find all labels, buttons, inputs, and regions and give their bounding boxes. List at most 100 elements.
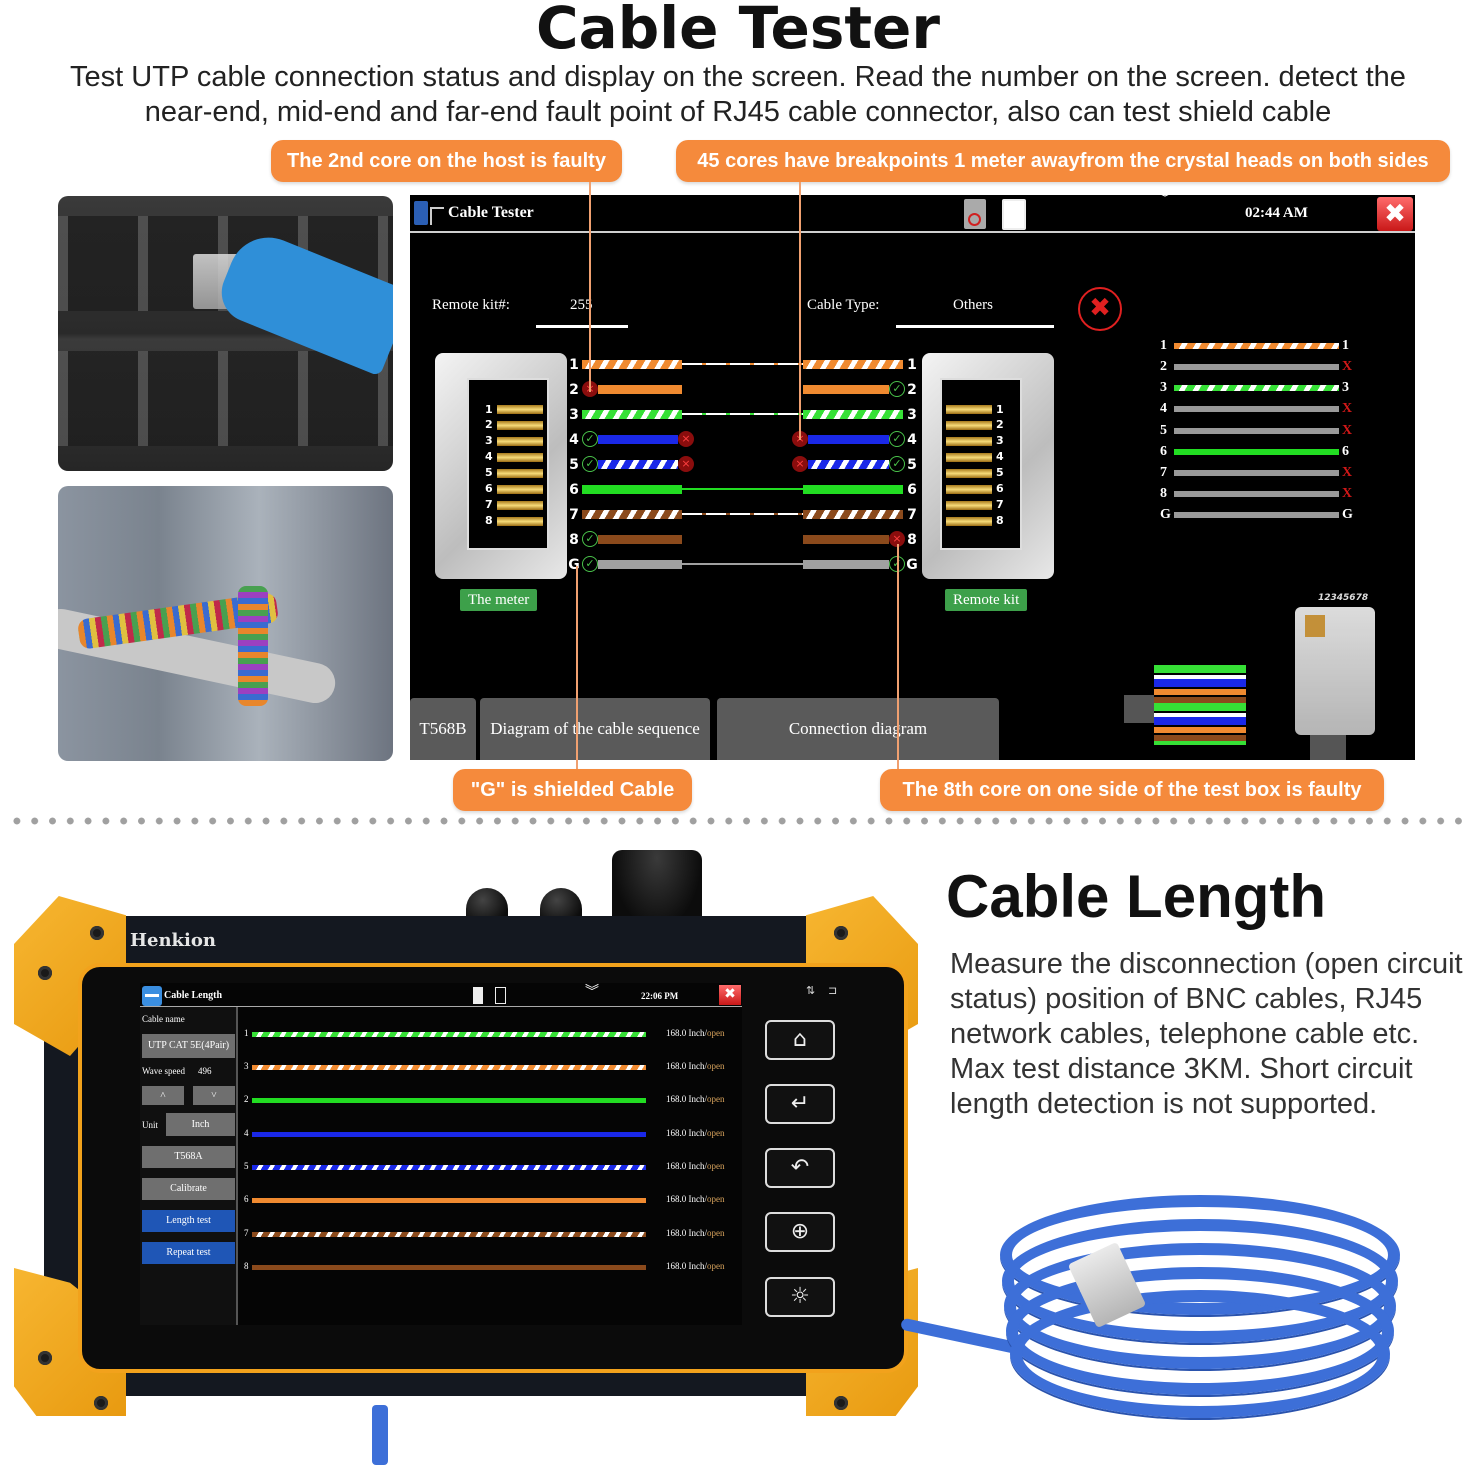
remote-kit-label: Remote kit#: xyxy=(432,297,510,313)
wave-speed-up-button[interactable]: ˄ xyxy=(142,1086,184,1105)
tab-connection-diagram[interactable]: Connection diagram xyxy=(717,698,999,760)
home-icon: ⌂ xyxy=(793,1027,807,1052)
sequence-row-1: 1 1 xyxy=(1160,338,1349,353)
cable-tester-screen: Cable Tester ︾ 02:44 AM ✖ Remote kit#: 2… xyxy=(410,188,1415,760)
tester-clock: 02:44 AM xyxy=(1245,205,1308,221)
tester-title-bar: Cable Tester ︾ 02:44 AM ✖ xyxy=(410,188,1415,233)
tester-app-icon xyxy=(414,201,428,225)
ok-icon: ✓ xyxy=(582,456,598,472)
chevron-down-icon[interactable]: ︾ xyxy=(585,985,599,1000)
cable-name-label: Cable name xyxy=(142,1014,185,1024)
length-row-1: 1 168.0 Inch/open xyxy=(244,1028,725,1038)
repeat-test-button[interactable]: Repeat test xyxy=(142,1242,235,1264)
calibrate-button[interactable]: Calibrate xyxy=(142,1178,235,1200)
wire-row-6: 6 6 xyxy=(569,482,917,498)
callout-core2-fault: The 2nd core on the host is faulty xyxy=(271,140,622,182)
tester-title: Cable Tester xyxy=(448,204,534,221)
length-app-icon xyxy=(142,986,162,1006)
callout-leader-line xyxy=(799,182,801,440)
section-divider xyxy=(8,816,1468,826)
close-button[interactable]: ✖ xyxy=(1377,197,1413,231)
section-title: Cable Length xyxy=(946,863,1327,930)
battery-icon xyxy=(1002,199,1026,230)
ok-icon: ✓ xyxy=(582,531,598,547)
fault-icon: × xyxy=(792,456,808,472)
sequence-row-6: 6 6 xyxy=(1160,444,1349,459)
wire-row-1: 1 1 xyxy=(569,357,917,373)
wire-row-8: 8 ✓ × 8 xyxy=(569,531,917,548)
remote-kit-value[interactable]: 255 xyxy=(570,297,593,313)
sd-card-icon xyxy=(473,987,483,1004)
section-description: Measure the disconnection (open circuit … xyxy=(950,948,1463,1120)
battery-icon xyxy=(495,987,506,1004)
enter-icon: ↵ xyxy=(790,1091,810,1116)
sequence-row-3: 3 3 xyxy=(1160,380,1349,395)
fault-icon: × xyxy=(889,531,905,547)
ok-icon: ✓ xyxy=(582,556,598,572)
length-test-button[interactable]: Length test xyxy=(142,1210,235,1232)
sequence-row-8: 8 X xyxy=(1160,486,1353,501)
sequence-row-2: 2 X xyxy=(1160,359,1353,374)
length-row-7: 7 168.0 Inch/open xyxy=(244,1228,725,1238)
wire-row-4: 4 ✓ × × ✓ 4 xyxy=(569,431,917,448)
standard-t568a-button[interactable]: T568A xyxy=(142,1146,235,1168)
wire-row-7: 7 7 xyxy=(569,507,917,523)
ok-icon: ✓ xyxy=(889,456,905,472)
length-row-6: 6 168.0 Inch/open xyxy=(244,1194,725,1204)
back-button[interactable]: ↶ xyxy=(765,1148,835,1188)
meter-tag: The meter xyxy=(460,589,538,611)
cable-icon xyxy=(430,207,444,225)
patch-panel-photo xyxy=(58,196,393,471)
wire-fan-illustration xyxy=(1154,665,1246,745)
length-row-5: 5 168.0 Inch/open xyxy=(244,1161,725,1171)
power-plug-icon: ⊐ xyxy=(828,984,838,997)
callout-45-breakpoints: 45 cores have breakpoints 1 meter awayfr… xyxy=(676,140,1450,182)
fault-status-icon: ✖ xyxy=(1078,287,1122,331)
length-title: Cable Length xyxy=(164,990,223,1001)
wire-row-g: G ✓ ✓ G xyxy=(568,556,918,573)
cable-plug-bottom xyxy=(372,1405,388,1465)
sequence-row-g: G G xyxy=(1160,507,1353,522)
lightbulb-icon: ☼ xyxy=(790,1284,810,1309)
length-clock: 22:06 PM xyxy=(641,991,679,1001)
enter-button[interactable]: ↵ xyxy=(765,1084,835,1124)
length-title-bar: Cable Length ︾ 22:06 PM ✖ xyxy=(140,983,742,1007)
connector-pin-order: 12345678 xyxy=(1318,593,1369,603)
sequence-row-5: 5 X xyxy=(1160,423,1353,438)
wire-row-3: 3 3 xyxy=(569,407,917,423)
meter-jack: 1 2 3 4 5 6 7 8 xyxy=(435,353,567,579)
wave-speed-down-button[interactable]: ˅ xyxy=(193,1086,235,1105)
cable-name-select[interactable]: UTP CAT 5E(4Pair) xyxy=(142,1034,235,1058)
cable-length-screen: Cable Length ︾ 22:06 PM ✖ Cable name UTP… xyxy=(140,983,742,1325)
network-cable-coil xyxy=(1000,1195,1400,1420)
close-button[interactable]: ✖ xyxy=(719,985,741,1005)
fault-icon: × xyxy=(678,456,694,472)
light-button[interactable]: ☼ xyxy=(765,1277,835,1317)
unit-select[interactable]: Inch xyxy=(166,1113,235,1136)
subtitle-line-1: Test UTP cable connection status and dis… xyxy=(70,61,1406,93)
callout-leader-line xyxy=(897,544,899,770)
zoom-in-button[interactable]: ⊕ xyxy=(765,1212,835,1252)
callout-core8-fault: The 8th core on one side of the test box… xyxy=(880,769,1384,811)
tab-cable-sequence[interactable]: Diagram of the cable sequence xyxy=(480,698,710,760)
length-row-3: 3 168.0 Inch/open xyxy=(244,1061,725,1071)
callout-g-shield: "G" is shielded Cable xyxy=(453,769,692,811)
home-button[interactable]: ⌂ xyxy=(765,1020,835,1060)
cable-type-label: Cable Type: xyxy=(807,297,880,313)
remote-jack: 1 2 3 4 5 6 7 8 xyxy=(922,353,1054,579)
brand-logo: Henkion xyxy=(130,930,216,951)
chevron-down-icon[interactable]: ︾ xyxy=(1155,186,1175,210)
tab-t568b[interactable]: T568B xyxy=(410,698,476,760)
rj45-plug-illustration xyxy=(1295,607,1375,735)
page-title: Cable Tester xyxy=(535,0,941,62)
unit-label: Unit xyxy=(142,1120,159,1130)
sequence-row-4: 4 X xyxy=(1160,401,1353,416)
callout-leader-line xyxy=(576,566,578,770)
remote-kit-tag: Remote kit xyxy=(945,589,1028,611)
cable-type-value[interactable]: Others xyxy=(953,297,993,313)
subtitle-line-2: near-end, mid-end and far-end fault poin… xyxy=(144,96,1332,128)
ok-icon: ✓ xyxy=(889,431,905,447)
length-row-2: 2 168.0 Inch/open xyxy=(244,1094,725,1104)
length-row-8: 8 168.0 Inch/open xyxy=(244,1261,725,1271)
ok-icon: ✓ xyxy=(582,431,598,447)
